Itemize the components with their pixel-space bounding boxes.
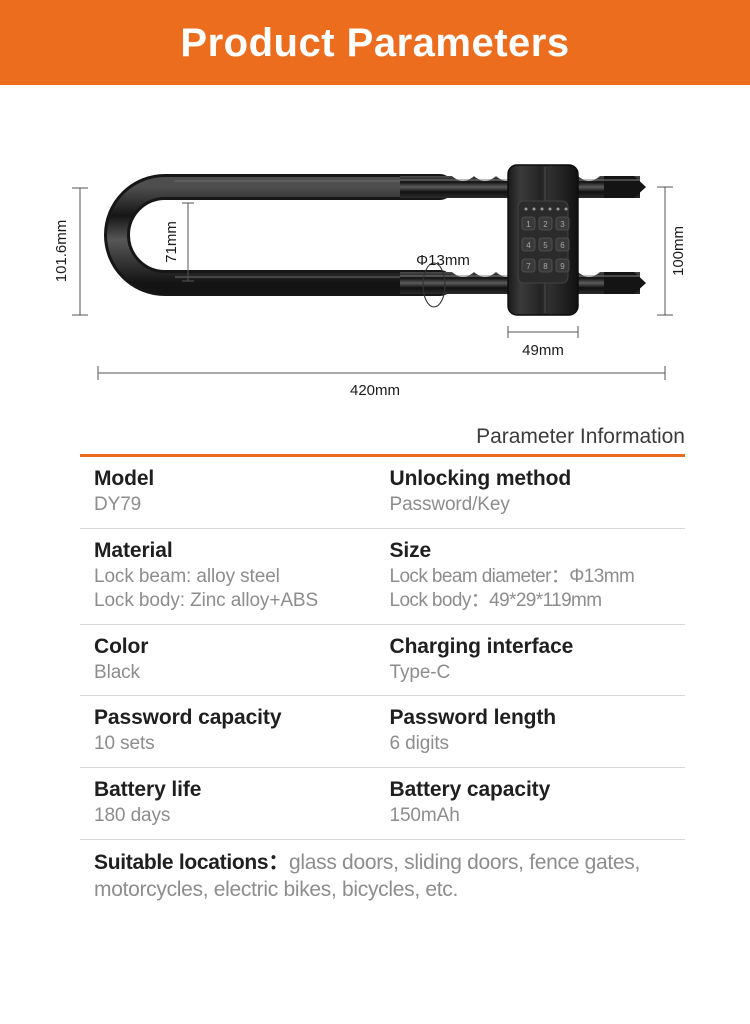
param-value: DY79 [94, 493, 142, 515]
table-cell-left: Color Black [94, 634, 390, 686]
svg-text:4: 4 [526, 241, 531, 250]
dimension-shackle-height [72, 187, 88, 316]
table-cell-right: Size Lock beam diameter：Φ13mm Lock body：… [390, 538, 686, 614]
param-label: Size [389, 538, 432, 562]
diameter-marker-ellipse [422, 262, 446, 308]
suitable-locations-label: Suitable locations： [94, 850, 289, 874]
param-value: 10 sets [94, 733, 155, 755]
table-cell-right: Unlocking method Password/Key [390, 466, 686, 518]
table-cell-right: Password length 6 digits [390, 705, 686, 757]
param-label: Password length [389, 706, 557, 730]
table-row: Battery life 180 days Battery capacity 1… [80, 768, 685, 840]
param-label: Battery capacity [389, 778, 551, 802]
param-label: Password capacity [94, 706, 282, 730]
param-label: Unlocking method [389, 467, 572, 491]
parameter-information-heading: Parameter Information [476, 425, 685, 448]
dimension-total-length [97, 366, 666, 380]
param-value: Lock body：49*29*119mm [389, 590, 603, 612]
keypad: 1 2 3 4 5 6 7 8 9 [521, 216, 570, 273]
dimension-body-height [657, 186, 673, 316]
dimension-label-shackle-height: 101.6mm [53, 220, 70, 283]
param-value: Type-C [389, 661, 451, 683]
table-row: Password capacity 10 sets Password lengt… [80, 696, 686, 769]
param-value: 150mAh [389, 804, 460, 826]
table-row: Material Lock beam: alloy steel Lock bod… [80, 529, 685, 625]
dimension-inner-height [182, 202, 194, 282]
svg-text:1: 1 [526, 220, 531, 229]
svg-text:6: 6 [560, 241, 565, 250]
svg-text:9: 9 [560, 262, 565, 271]
dimension-label-beam-diameter: Φ13mm [416, 252, 470, 269]
parameter-table: Parameter Information Model DY79 Unlocki… [80, 425, 685, 913]
param-value: 6 digits [389, 733, 450, 755]
page-header-banner: Product Parameters [0, 0, 750, 85]
param-label: Color [94, 634, 149, 658]
svg-text:2: 2 [543, 220, 548, 229]
param-label: Charging interface [389, 634, 574, 658]
param-value: Password/Key [389, 493, 510, 515]
param-label: Material [94, 538, 173, 562]
param-value: Lock body: Zinc alloy+ABS [94, 590, 319, 612]
table-row: Model DY79 Unlocking method Password/Key [80, 457, 685, 529]
table-cell-right: Charging interface Type-C [390, 634, 686, 686]
param-value: Lock beam: alloy steel [94, 565, 280, 587]
table-cell-left: Model DY79 [94, 466, 390, 518]
table-row-suitable-locations: Suitable locations：glass doors, sliding … [80, 840, 685, 914]
table-cell-left: Password capacity 10 sets [94, 705, 390, 757]
table-cell-left: Material Lock beam: alloy steel Lock bod… [94, 538, 390, 614]
suitable-locations-value: glass doors, sliding doors, fence gates,… [94, 850, 641, 901]
svg-text:3: 3 [560, 220, 565, 229]
param-value: Black [94, 661, 140, 683]
svg-text:8: 8 [543, 262, 548, 271]
svg-text:7: 7 [526, 262, 531, 271]
param-label: Battery life [94, 778, 202, 802]
dimension-label-inner-height: 71mm [163, 221, 180, 263]
dimension-label-total-length: 420mm [350, 382, 400, 399]
table-cell-left: Battery life 180 days [94, 777, 390, 829]
param-value: 180 days [94, 804, 171, 826]
orange-divider [80, 454, 685, 458]
dimension-label-body-height: 100mm [670, 226, 687, 276]
dimension-label-body-width: 49mm [522, 342, 564, 359]
param-value: Lock beam diameter：Φ13mm [389, 565, 635, 587]
lock-body: 1 2 3 4 5 6 7 8 9 [507, 164, 579, 316]
page-title: Product Parameters [180, 20, 570, 65]
dimension-body-width [507, 326, 579, 338]
table-cell-right: Battery capacity 150mAh [390, 777, 686, 829]
led-indicators [524, 207, 568, 211]
param-label: Model [94, 467, 155, 491]
table-row: Color Black Charging interface Type-C [80, 625, 685, 697]
lock-drawing-svg: 1 2 3 4 5 6 7 8 9 [53, 164, 687, 399]
product-dimension-diagram: 1 2 3 4 5 6 7 8 9 [0, 85, 750, 415]
svg-text:5: 5 [543, 241, 548, 250]
lock-shackle [104, 174, 453, 296]
